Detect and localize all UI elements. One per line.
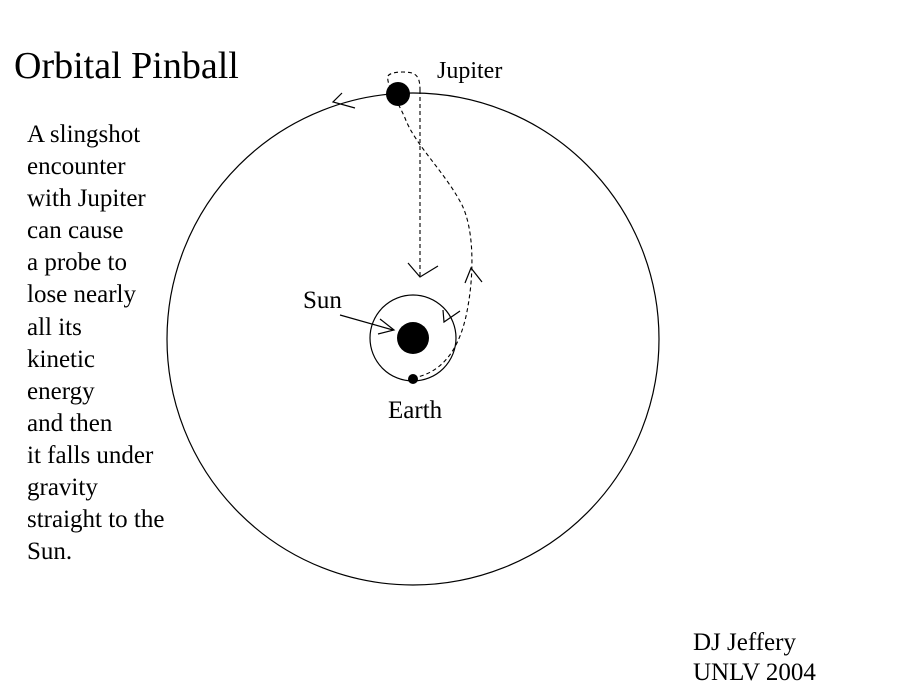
- caption-line: encounter: [27, 153, 126, 181]
- caption-line: can cause: [27, 217, 124, 245]
- caption-line: energy: [27, 377, 95, 405]
- earth-body: [408, 374, 418, 384]
- probe-infall-direction-arrow: [407, 262, 439, 278]
- author-credit: DJ Jeffery UNLV 2004: [693, 628, 816, 688]
- caption-line: a probe to: [27, 249, 127, 277]
- jupiter-orbit-direction-arrow: [331, 92, 356, 109]
- caption-line: Sun.: [27, 538, 73, 566]
- sun-pointer-arrowhead: [377, 318, 396, 335]
- probe-outbound-path: [387, 75, 473, 379]
- author-name: DJ Jeffery: [693, 629, 796, 656]
- jupiter-orbit: [166, 92, 660, 586]
- caption-line: and then: [27, 409, 113, 437]
- sun-label: Sun: [303, 287, 342, 314]
- diagram-title: Orbital Pinball: [14, 45, 239, 87]
- caption-line: kinetic: [27, 345, 96, 373]
- sun-pointer-line: [339, 314, 394, 331]
- earth-label: Earth: [388, 397, 443, 424]
- jupiter-label: Jupiter: [437, 58, 503, 84]
- sun-body: [397, 322, 429, 354]
- earth-orbit-direction-arrow: [442, 309, 461, 324]
- caption-line: all its: [27, 313, 82, 341]
- author-institution: UNLV 2004: [693, 659, 816, 686]
- probe-jupiter-loop: [387, 71, 421, 91]
- jupiter-body: [386, 82, 410, 106]
- caption-line: straight to the: [27, 506, 165, 534]
- caption-text: A slingshot encounter with Jupiter can c…: [27, 119, 217, 568]
- caption-line: it falls under: [27, 441, 154, 469]
- probe-outbound-direction-arrow: [464, 266, 483, 284]
- caption-line: with Jupiter: [27, 185, 146, 213]
- caption-line: gravity: [27, 474, 98, 502]
- caption-line: A slingshot: [27, 121, 141, 148]
- caption-line: lose nearly: [27, 281, 136, 309]
